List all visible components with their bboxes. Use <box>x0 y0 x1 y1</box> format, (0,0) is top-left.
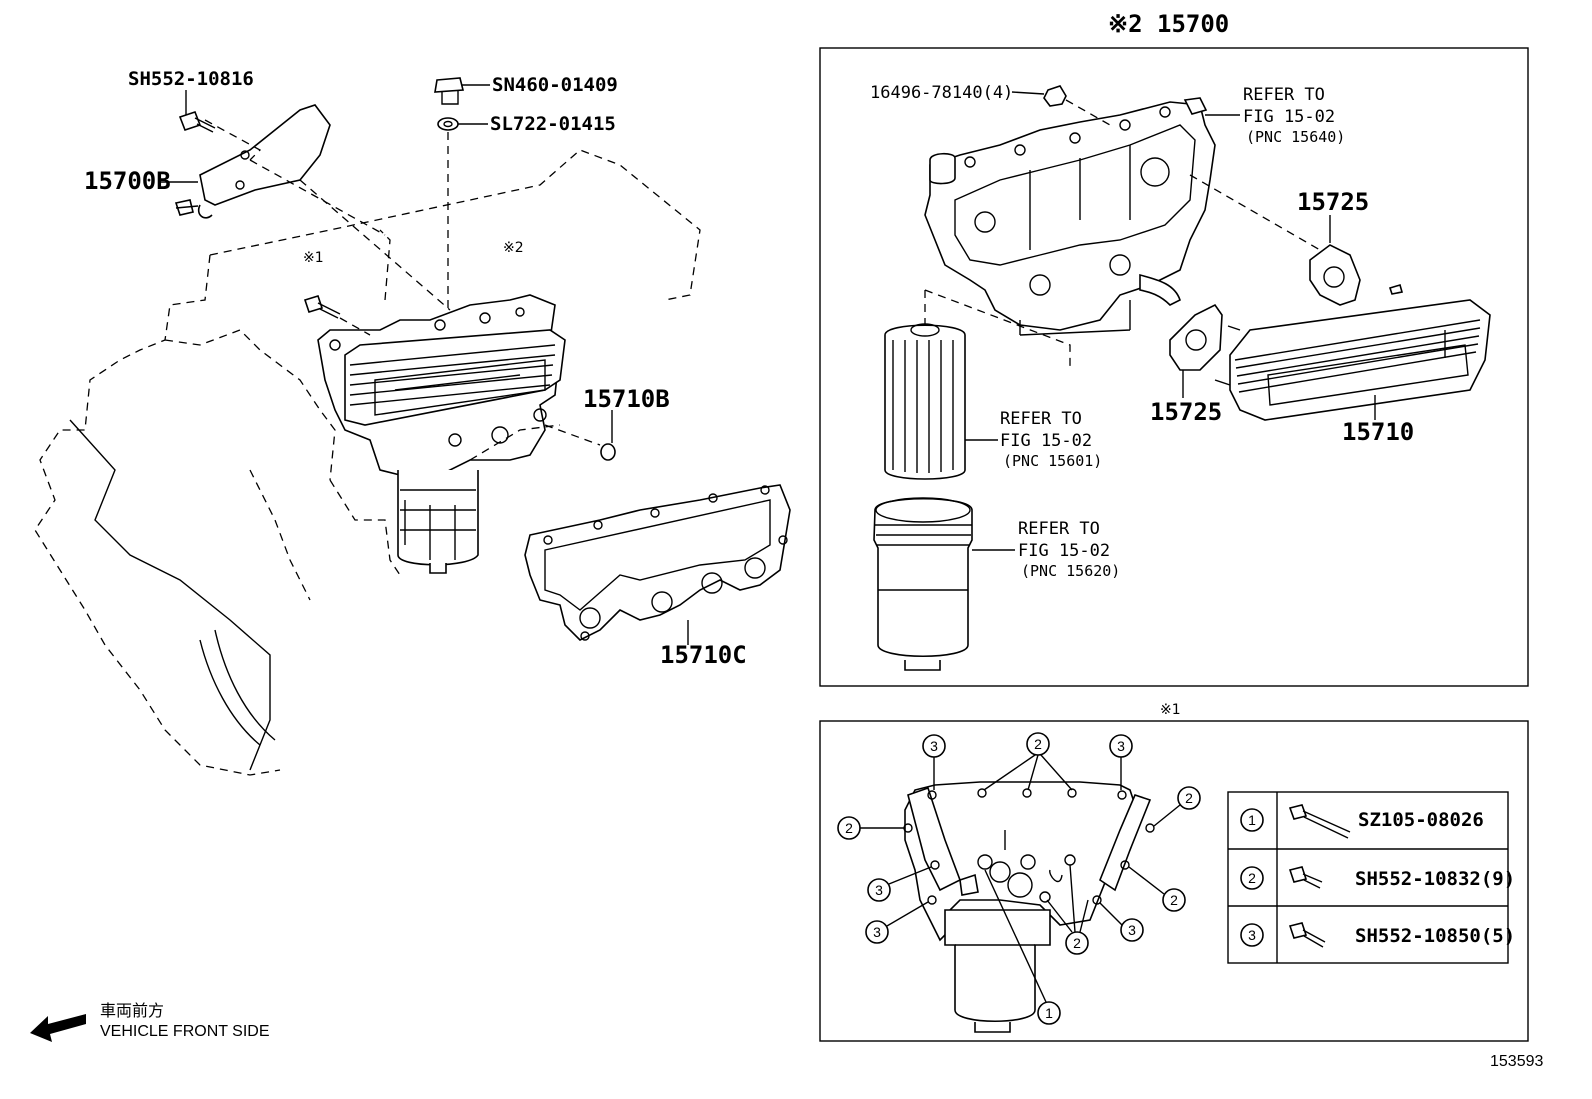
oil-cooler-assembly-left <box>303 294 616 574</box>
assembly-box-frame <box>819 47 1529 687</box>
filter-cap <box>873 497 1015 671</box>
label-bolt-box-title: ※1 <box>1160 702 1181 718</box>
refer-bracket-line2: FIG 15-02 <box>1243 107 1335 127</box>
callout-2: 3 <box>1117 738 1125 754</box>
plug-sn460 <box>434 77 465 310</box>
bracket-15700b <box>174 104 451 311</box>
legend-key-1: 1 <box>1248 812 1256 828</box>
label-plug: SN460-01409 <box>492 74 618 96</box>
callout-0: 3 <box>930 738 938 754</box>
refer-filter-line3: (PNC 15601) <box>1003 452 1102 470</box>
legend-key-3: 3 <box>1248 927 1256 943</box>
callout-12: 1 <box>1045 1005 1053 1021</box>
legend-part-2: SH552-10832(9) <box>1355 868 1515 890</box>
label-note-1: ※1 <box>303 250 324 266</box>
refer-filter-line1: REFER TO <box>1000 409 1082 429</box>
label-assembly-title: ※2 15700 <box>1108 10 1229 38</box>
cooler-gasket-15710c <box>524 484 791 641</box>
callout-3: 2 <box>1185 790 1193 806</box>
callout-6: 3 <box>873 924 881 940</box>
bolt-callouts: 3 2 3 2 2 3 3 2 3 2 <box>837 732 1201 1025</box>
engine-outline <box>34 149 701 776</box>
leader-lines-left <box>160 84 689 645</box>
label-bracket: 15700B <box>84 167 171 195</box>
refer-bracket-line1: REFER TO <box>1243 85 1325 105</box>
legend-key-2: 2 <box>1248 870 1256 886</box>
direction-japanese: 車両前方 <box>100 1002 164 1020</box>
refer-bracket-line3: (PNC 15640) <box>1246 128 1345 146</box>
bolt-location-drawing <box>903 781 1155 1033</box>
gasket-15725-upper <box>1189 174 1361 306</box>
label-gasket-upper: 15725 <box>1297 188 1369 216</box>
vehicle-front-arrow <box>30 1014 86 1042</box>
bolt-box-frame <box>819 720 1529 1042</box>
refer-cap-line1: REFER TO <box>1018 519 1100 539</box>
nut-16496 <box>1011 85 1111 126</box>
callout-9: 2 <box>1073 935 1081 951</box>
callout-1: 2 <box>1034 736 1042 752</box>
label-cooler-gasket: 15710C <box>660 641 747 669</box>
oil-cooler-bracket-detail <box>924 97 1216 336</box>
cooler-element-15710 <box>1214 284 1491 421</box>
label-note-2: ※2 <box>503 240 524 256</box>
gasket-15725-lower <box>1169 303 1223 398</box>
label-gasket-lower: 15725 <box>1150 398 1222 426</box>
label-plug-gasket: SL722-01415 <box>490 113 616 135</box>
direction-english: VEHICLE FRONT SIDE <box>100 1023 270 1040</box>
label-nut: 16496-78140(4) <box>870 83 1013 103</box>
label-bracket-bolt: SH552-10816 <box>128 68 254 90</box>
callout-4: 2 <box>845 820 853 836</box>
refer-cap-line2: FIG 15-02 <box>1018 541 1110 561</box>
callout-7: 2 <box>1170 892 1178 908</box>
legend-part-3: SH552-10850(5) <box>1355 925 1515 947</box>
filter-element <box>884 289 1071 480</box>
callout-5: 3 <box>875 882 883 898</box>
legend-part-1: SZ105-08026 <box>1358 809 1484 831</box>
figure-number: 153593 <box>1490 1053 1543 1070</box>
label-oring: 15710B <box>583 385 670 413</box>
callout-8: 3 <box>1128 922 1136 938</box>
refer-filter-line2: FIG 15-02 <box>1000 431 1092 451</box>
label-cooler: 15710 <box>1342 418 1414 446</box>
refer-cap-line3: (PNC 15620) <box>1021 562 1120 580</box>
bolt-legend-table: 1 SZ105-08026 2 SH552-10832(9) 3 SH552-1… <box>1227 791 1515 964</box>
